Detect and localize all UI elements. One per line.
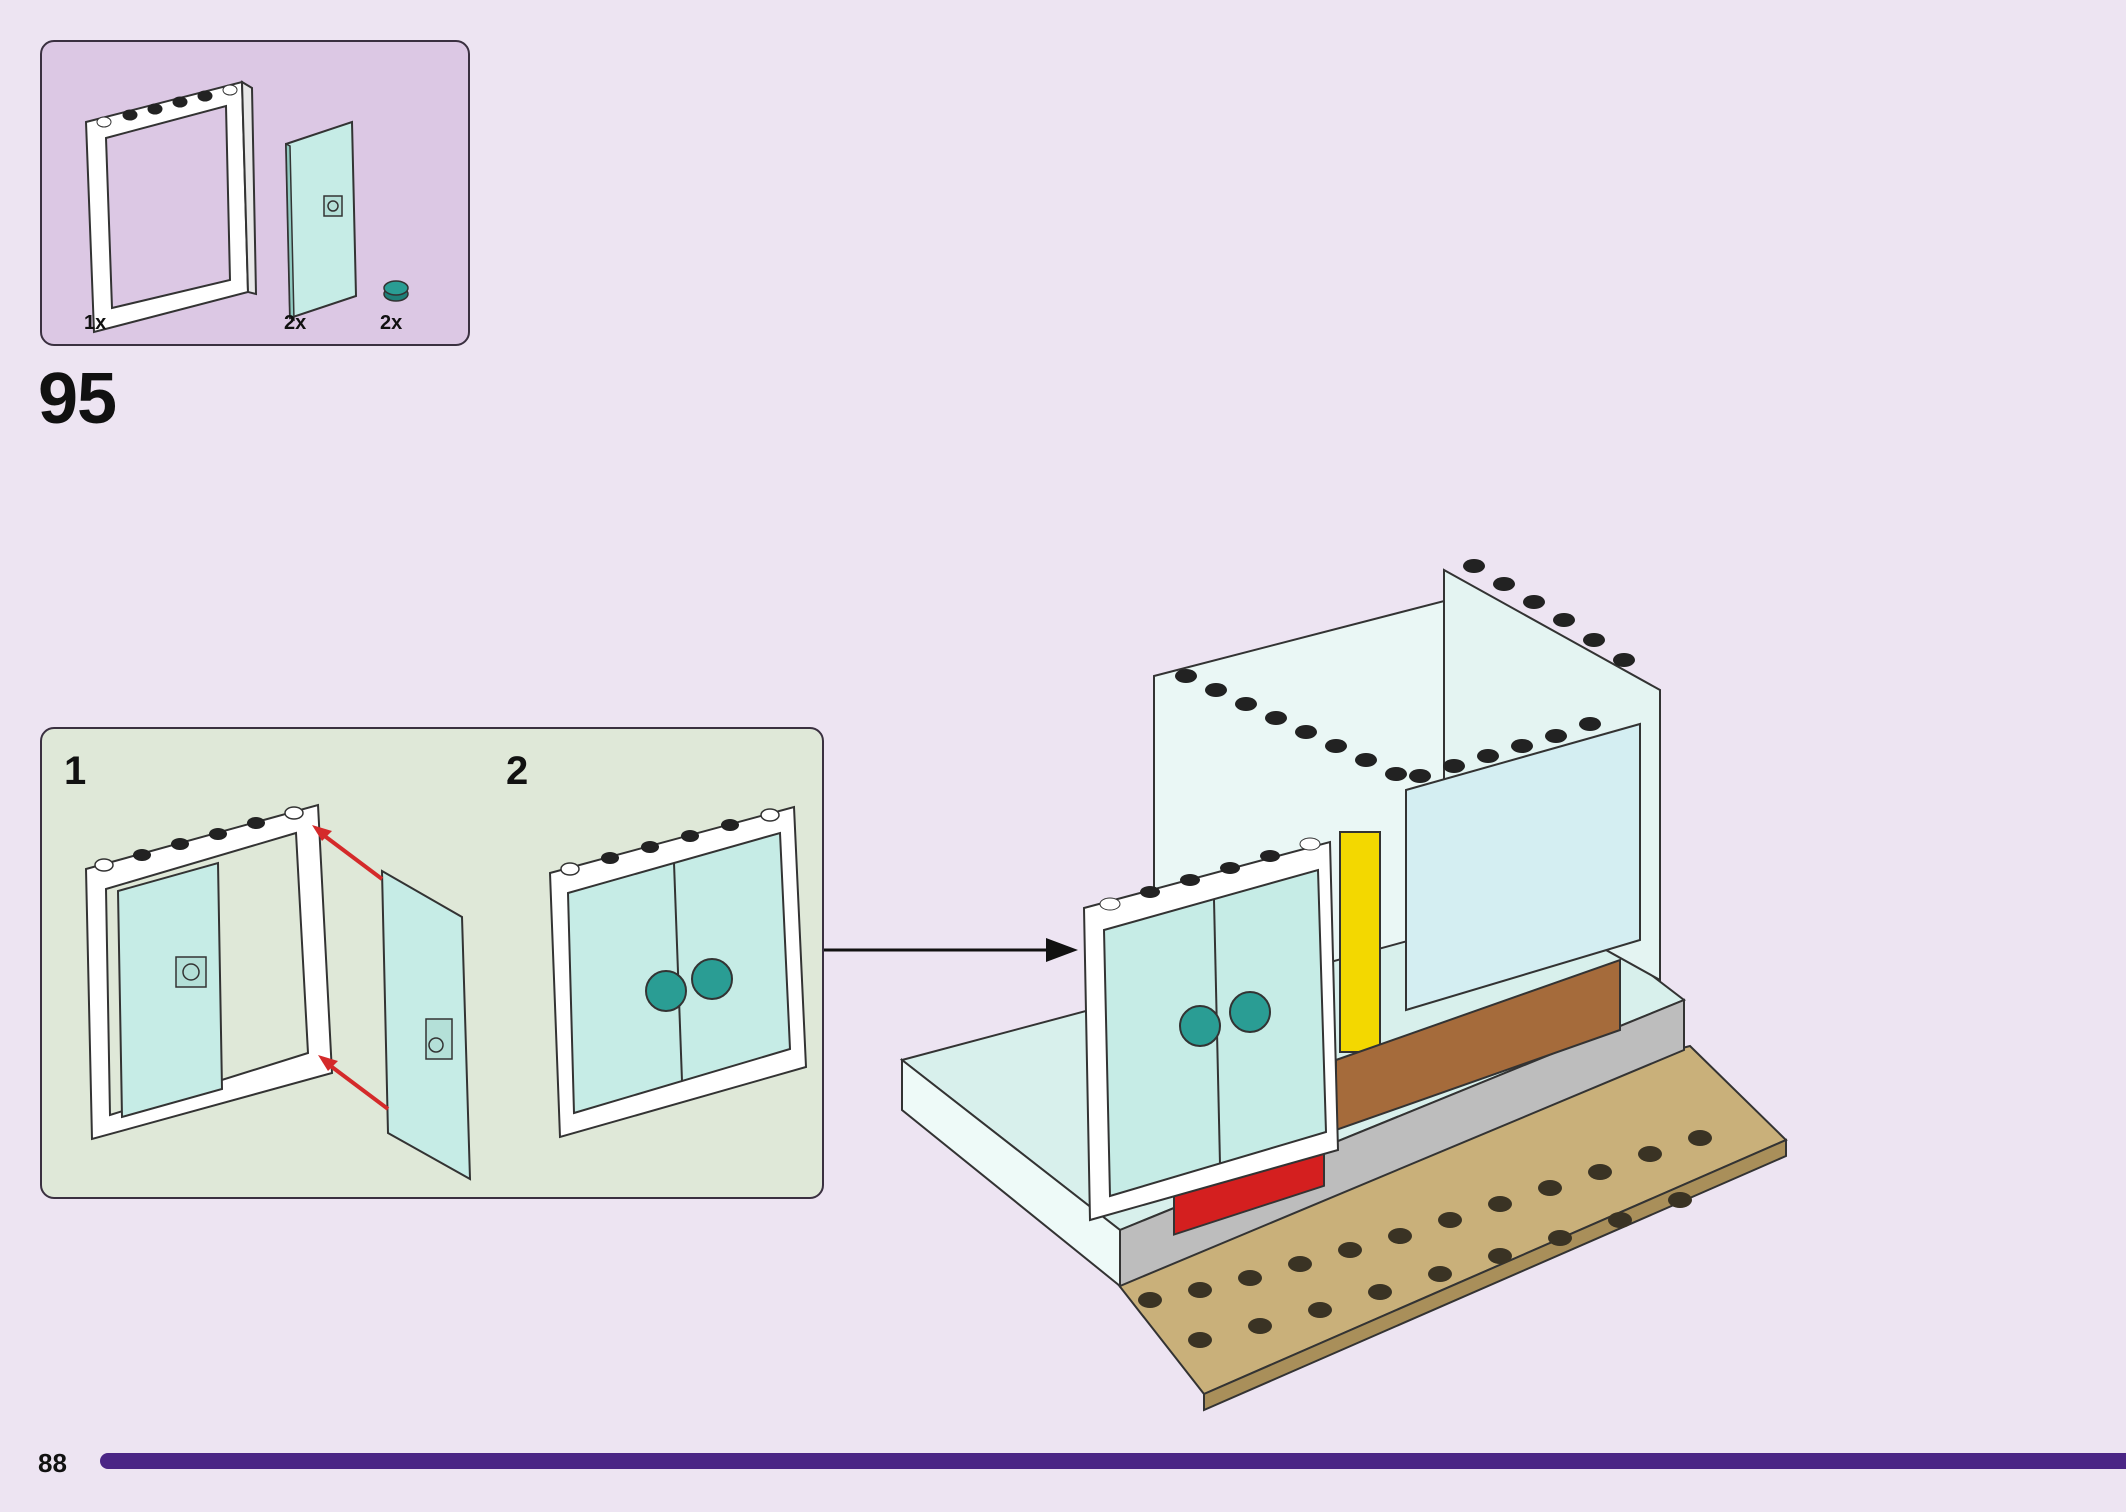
substep-box: 1 2 bbox=[40, 727, 824, 1199]
parts-list-box: 1x 2x 2x bbox=[40, 40, 470, 346]
substep-number-2: 2 bbox=[506, 749, 529, 793]
step-number: 95 bbox=[38, 359, 117, 439]
substep-number-1: 1 bbox=[64, 749, 87, 793]
part-quantity-door: 2x bbox=[284, 312, 307, 334]
door-frame-part-icon bbox=[84, 80, 409, 334]
page-number: 88 bbox=[38, 1448, 67, 1478]
part-quantity-tile: 2x bbox=[380, 312, 403, 334]
part-quantity-frame: 1x bbox=[84, 312, 107, 334]
substep-illustrations bbox=[84, 803, 808, 1181]
progress-bar bbox=[100, 1453, 2126, 1469]
